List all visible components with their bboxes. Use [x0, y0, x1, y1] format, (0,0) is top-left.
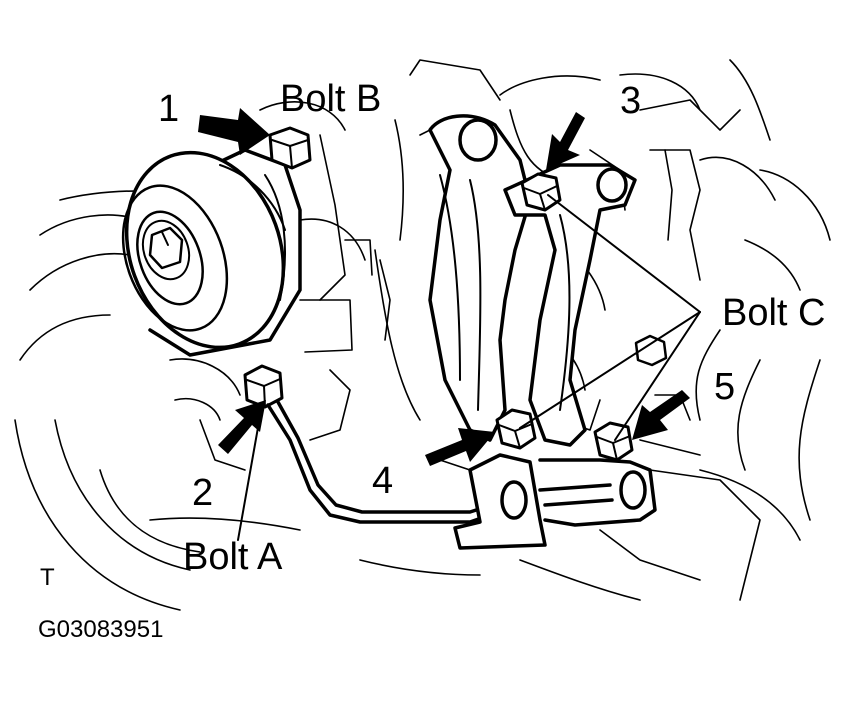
lower-mount	[453, 453, 657, 550]
arrow-5	[632, 390, 690, 440]
bolt-a-label: Bolt A	[183, 536, 283, 578]
bolt-c-left	[495, 408, 537, 450]
engine-background-lines	[14, 59, 831, 611]
arrow-3	[546, 112, 585, 170]
bolt-b	[268, 126, 312, 170]
callout-1: 1	[158, 88, 180, 130]
arrow-4	[425, 428, 495, 466]
bolt-c-leaders	[519, 194, 701, 441]
idler-pulley	[121, 148, 302, 357]
figure-id: G03083951	[38, 616, 164, 643]
bracket-arm	[503, 163, 637, 447]
callout-5: 5	[714, 366, 736, 408]
bolt-c-right	[593, 421, 634, 462]
bolt-a	[243, 364, 284, 409]
callout-4: 4	[372, 460, 394, 502]
alternator-bracket	[428, 114, 532, 442]
callout-2: 2	[192, 472, 214, 514]
bolt-b-label: Bolt B	[280, 78, 382, 120]
bolt-rear	[634, 334, 668, 367]
orientation-mark: T	[40, 564, 55, 591]
support-rod	[266, 400, 494, 524]
arrow-2	[218, 400, 266, 454]
arrow-1	[198, 108, 270, 155]
bolt-c-label: Bolt C	[722, 292, 826, 334]
bolt-c-upper	[520, 172, 562, 212]
callout-3: 3	[620, 80, 642, 122]
